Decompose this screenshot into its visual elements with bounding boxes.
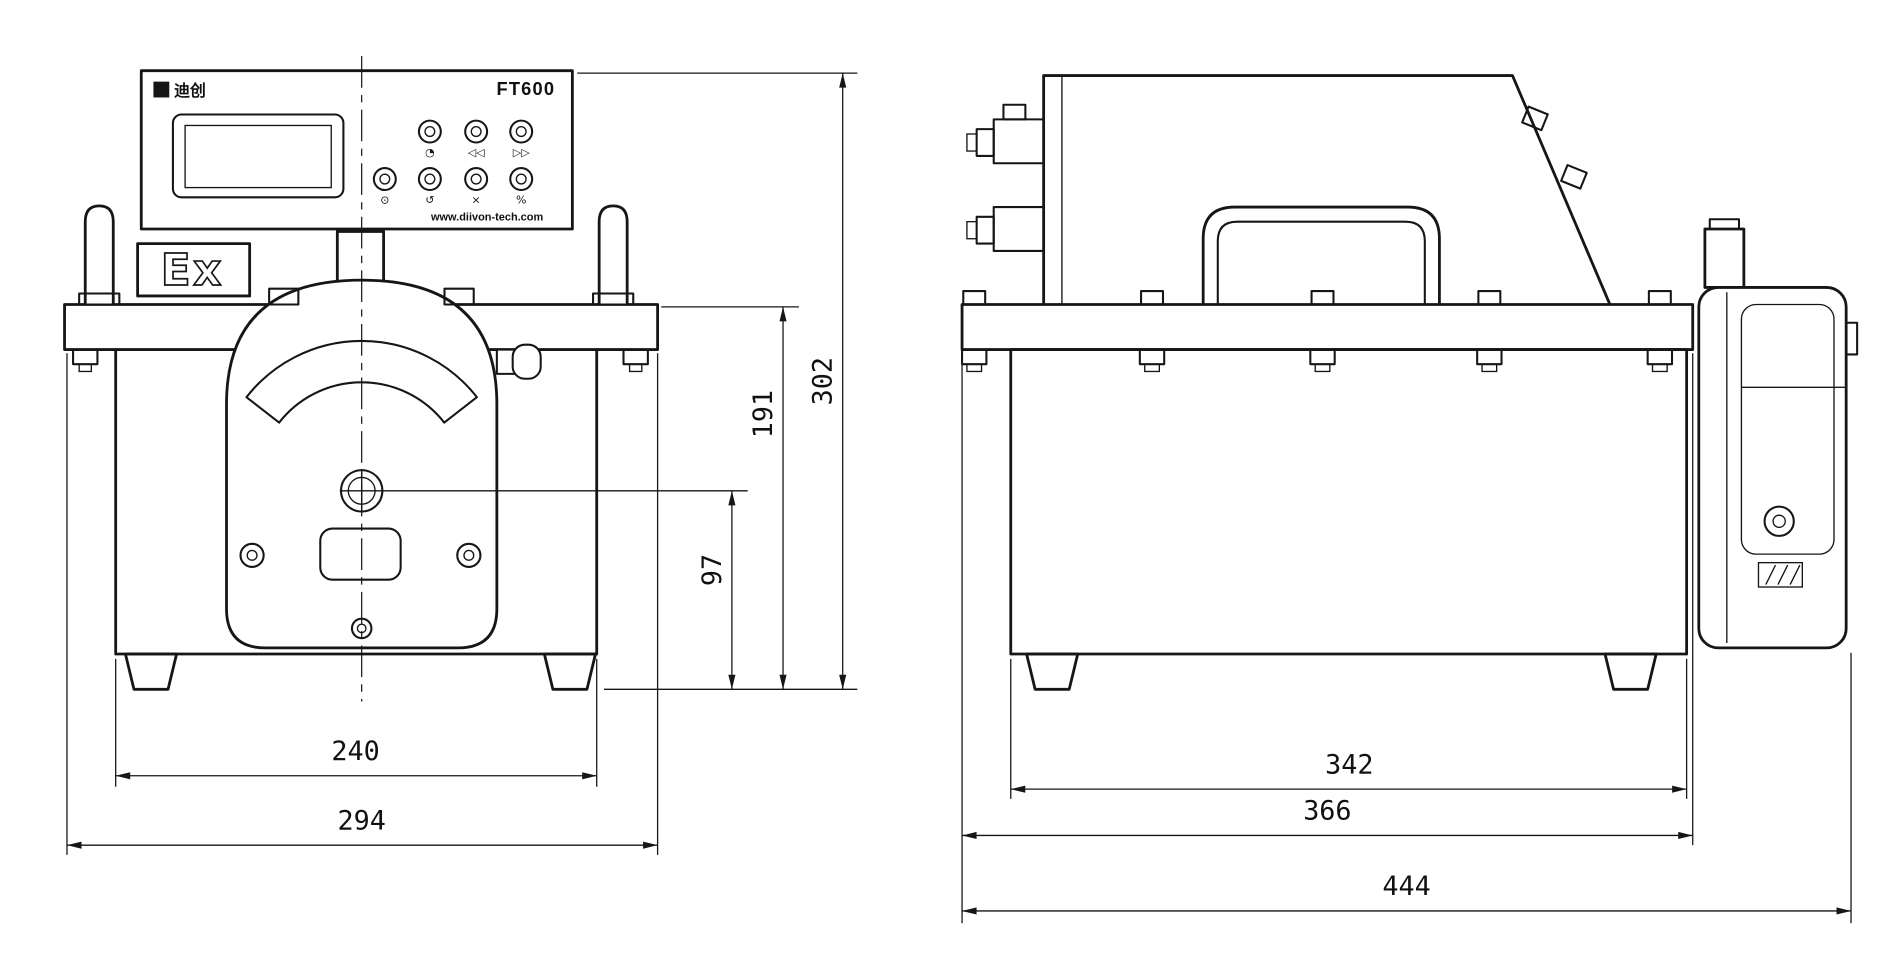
enclosure-outline bbox=[1042, 74, 1612, 306]
ex-label: Ex bbox=[161, 245, 224, 296]
panel-knob: ↺ bbox=[417, 167, 442, 206]
dim-label-97: 97 bbox=[697, 554, 728, 586]
dimension-side-flange-width: 366 bbox=[961, 353, 1694, 924]
carry-handle bbox=[1201, 205, 1441, 306]
panel-enclosure bbox=[139, 69, 574, 231]
flange-bolt-right bbox=[622, 348, 649, 373]
dim-label-366: 366 bbox=[1303, 796, 1351, 827]
terminal-post-right bbox=[592, 204, 635, 306]
slope-screw-2 bbox=[1560, 164, 1588, 190]
panel-knob: % bbox=[509, 167, 534, 206]
panel-knob: ◔ bbox=[417, 119, 442, 159]
brand-logo-mark bbox=[153, 81, 170, 98]
dim-label-191: 191 bbox=[748, 390, 779, 438]
model-label: FT600 bbox=[496, 78, 555, 99]
corner-screw-right bbox=[456, 542, 482, 568]
foot-side-right bbox=[1603, 652, 1658, 691]
cable-gland-upper bbox=[966, 103, 1045, 165]
panel-knob: ▷▷ bbox=[509, 119, 534, 159]
dim-label-444: 444 bbox=[1382, 871, 1430, 902]
control-panel: 迪创 FT600 ◔ ◁◁ ▷▷ ⊙ bbox=[139, 69, 574, 231]
terminal-post-left bbox=[78, 204, 121, 306]
pump-head-tab-left bbox=[268, 287, 300, 306]
cable-gland-lower bbox=[966, 206, 1045, 252]
panel-knob: ⊙ bbox=[372, 167, 397, 206]
button-icon: ↺ bbox=[425, 193, 434, 206]
button-icon: ◔ bbox=[425, 146, 435, 159]
corner-screw-left bbox=[239, 542, 265, 568]
dimension-front-flange-height: 191 bbox=[661, 306, 799, 690]
button-icon: × bbox=[472, 193, 481, 206]
mounting-flange-side bbox=[960, 303, 1695, 351]
foot-front-left bbox=[124, 652, 178, 691]
lcd-display bbox=[171, 113, 345, 199]
foot-front-right bbox=[542, 652, 597, 691]
dim-label-294: 294 bbox=[337, 805, 385, 836]
dim-label-342: 342 bbox=[1325, 749, 1373, 780]
dimension-front-outer-width: 294 bbox=[66, 353, 659, 855]
dim-label-240: 240 bbox=[331, 736, 379, 767]
tank-body-side bbox=[1009, 348, 1689, 656]
panel-knob: ◁◁ bbox=[464, 119, 489, 159]
motor-side-tab bbox=[1845, 321, 1859, 356]
knurl-detail bbox=[1757, 561, 1803, 588]
nameplate-recess bbox=[319, 527, 402, 581]
dim-label-302: 302 bbox=[808, 357, 839, 405]
flange-bolt-left bbox=[72, 348, 99, 373]
button-icon: % bbox=[516, 193, 526, 206]
viewing-window bbox=[245, 339, 478, 424]
ex-badge: Ex bbox=[136, 242, 252, 298]
clamp-lever bbox=[495, 343, 542, 380]
panel-knob: × bbox=[464, 167, 489, 206]
drive-knob bbox=[1763, 505, 1795, 537]
dimension-front-axis-height: 97 bbox=[382, 490, 748, 690]
button-icon: ⊙ bbox=[380, 193, 389, 206]
pump-head-tab-right bbox=[443, 287, 475, 306]
front-view: 迪创 FT600 ◔ ◁◁ ▷▷ ⊙ bbox=[63, 56, 660, 702]
pump-head-outline bbox=[225, 278, 499, 650]
website-label: www.diivon-tech.com bbox=[430, 211, 543, 223]
button-icon: ▷▷ bbox=[513, 146, 530, 159]
pump-head bbox=[225, 278, 542, 650]
dimension-front-total-height: 302 bbox=[577, 72, 858, 690]
dimension-side-total-width: 444 bbox=[962, 652, 1852, 924]
button-icon: ◁◁ bbox=[468, 146, 485, 159]
side-view bbox=[960, 74, 1859, 691]
slope-screw-1 bbox=[1521, 105, 1549, 132]
foot-side-left bbox=[1025, 652, 1080, 691]
motor-assembly bbox=[1697, 218, 1859, 650]
brand-logo-text: 迪创 bbox=[174, 81, 206, 100]
dimension-side-body-width: 342 bbox=[1010, 658, 1688, 799]
dimension-front-inner-width: 240 bbox=[115, 658, 598, 787]
flange-bolts-side bbox=[961, 290, 1674, 373]
shaft-housing bbox=[335, 230, 386, 284]
